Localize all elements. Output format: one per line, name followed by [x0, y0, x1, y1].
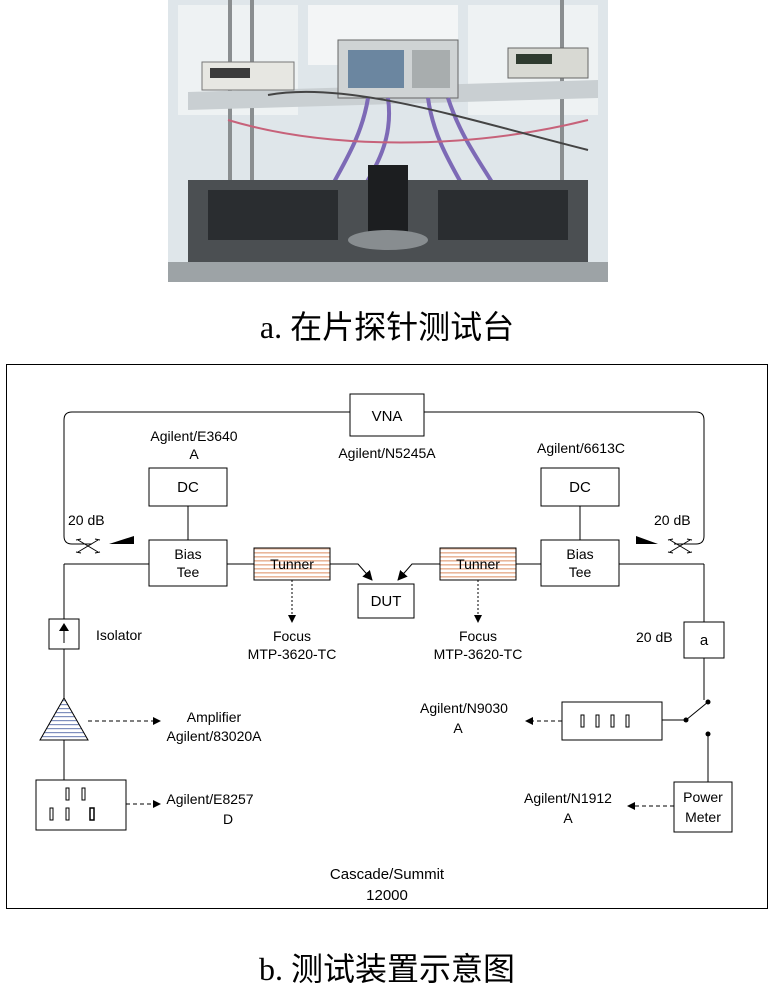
attenuator-box: a: [683, 621, 725, 659]
dut-label: DUT: [371, 593, 402, 610]
station-label-line1: Cascade/Summit: [330, 866, 445, 883]
photo-caption: a. 在片探针测试台: [259, 309, 515, 345]
coupler-left: [75, 536, 134, 554]
diagram-frame: [6, 364, 768, 909]
tuner-left-label: Tunner: [270, 556, 314, 572]
power-meter: Power Meter: [673, 781, 733, 833]
dc-left-box: DC: [148, 467, 228, 507]
dc-left-model-line1: Agilent/E3640: [150, 428, 237, 444]
signal-source: [35, 779, 127, 831]
tuner-right-to-dut-arrow: [397, 563, 440, 581]
tuner-left: Tunner: [253, 547, 331, 581]
tuner-right-label: Tunner: [456, 556, 500, 572]
meter-model-line2: A: [563, 810, 573, 826]
coupler-right-label: 20 dB: [654, 512, 691, 528]
bias-tee-right-line1: Bias: [566, 546, 593, 562]
isolator-label: Isolator: [96, 627, 142, 643]
isolator: [48, 618, 80, 650]
vna-label: VNA: [372, 408, 403, 425]
dc-right-box: DC: [540, 467, 620, 507]
source-label-line2: D: [223, 811, 233, 827]
analyzer-label-line2: A: [453, 720, 463, 736]
attenuator-box-label: a: [700, 632, 709, 649]
rf-line-left: [63, 563, 254, 619]
coupler-left-label: 20 dB: [68, 512, 105, 528]
vna-model-label: Agilent/N5245A: [338, 445, 436, 461]
meter-model-line1: Agilent/N1912: [524, 790, 612, 806]
probe-station-photo: [168, 0, 608, 282]
tuner-right: Tunner: [439, 547, 517, 581]
tuner-right-note-line2: MTP-3620-TC: [434, 646, 523, 662]
spectrum-analyzer: [561, 701, 663, 741]
dc-right-model: Agilent/6613C: [537, 440, 625, 456]
dut-box: DUT: [357, 583, 415, 619]
station-label-line2: 12000: [366, 887, 408, 904]
tuner-left-note-line1: Focus: [273, 628, 311, 644]
dc-left-model-line2: A: [189, 446, 199, 462]
diagram-caption: b. 测试装置示意图: [258, 951, 515, 987]
test-setup-diagram: VNA Agilent/N5245A Agilent/E3640 A DC Ag…: [6, 364, 768, 909]
bias-tee-left: Bias Tee: [148, 539, 228, 587]
tuner-left-note-line2: MTP-3620-TC: [248, 646, 337, 662]
vna-loop-lines: [63, 411, 705, 545]
amplifier-label-line2: Agilent/83020A: [167, 728, 263, 744]
bias-tee-right-line2: Tee: [569, 564, 592, 580]
bias-tee-left-line1: Bias: [174, 546, 201, 562]
power-meter-line2: Meter: [685, 809, 721, 825]
tuner-left-to-dut-arrow: [330, 563, 373, 581]
source-label-line1: Agilent/E8257: [166, 791, 253, 807]
coupler-right: [636, 536, 693, 554]
analyzer-label-line1: Agilent/N9030: [420, 700, 508, 716]
rf-line-right: [516, 563, 705, 624]
tuner-right-note-line1: Focus: [459, 628, 497, 644]
amplifier-label-line1: Amplifier: [187, 709, 242, 725]
dc-left-label: DC: [177, 479, 199, 496]
bias-tee-left-line2: Tee: [177, 564, 200, 580]
bias-tee-right: Bias Tee: [540, 539, 620, 587]
vna-box: VNA: [349, 393, 425, 437]
power-meter-line1: Power: [683, 789, 723, 805]
dc-right-label: DC: [569, 479, 591, 496]
attenuator-level-label: 20 dB: [636, 629, 673, 645]
